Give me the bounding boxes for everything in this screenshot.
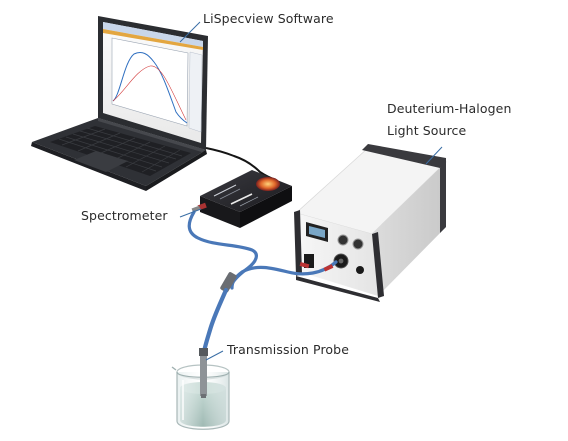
leader-spectrometer — [179, 208, 202, 218]
spectrum-curve — [112, 51, 188, 124]
keyboard — [50, 126, 191, 176]
label-probe: Transmission Probe — [227, 342, 349, 357]
probe-icon — [199, 348, 208, 398]
knob-left — [337, 234, 349, 246]
leader-probe — [205, 350, 224, 361]
label-light-source-line1: Deuterium-Halogen — [387, 101, 512, 116]
fiber-junction — [220, 272, 237, 293]
label-spectrometer: Spectrometer — [81, 208, 168, 223]
touchpad — [74, 151, 128, 172]
light-source-icon — [294, 144, 447, 302]
leader-software — [179, 21, 201, 43]
spectrometer-icon — [191, 170, 292, 228]
usb-cable — [205, 147, 277, 181]
knob-right — [352, 238, 364, 250]
probe-cable — [201, 287, 229, 355]
leader-light-source — [425, 146, 443, 165]
label-light-source-line2: Light Source — [387, 123, 467, 138]
beaker-icon — [171, 364, 230, 430]
label-software: LiSpecview Software — [203, 11, 334, 26]
laptop-icon — [31, 16, 208, 191]
leader-lines — [179, 21, 443, 361]
